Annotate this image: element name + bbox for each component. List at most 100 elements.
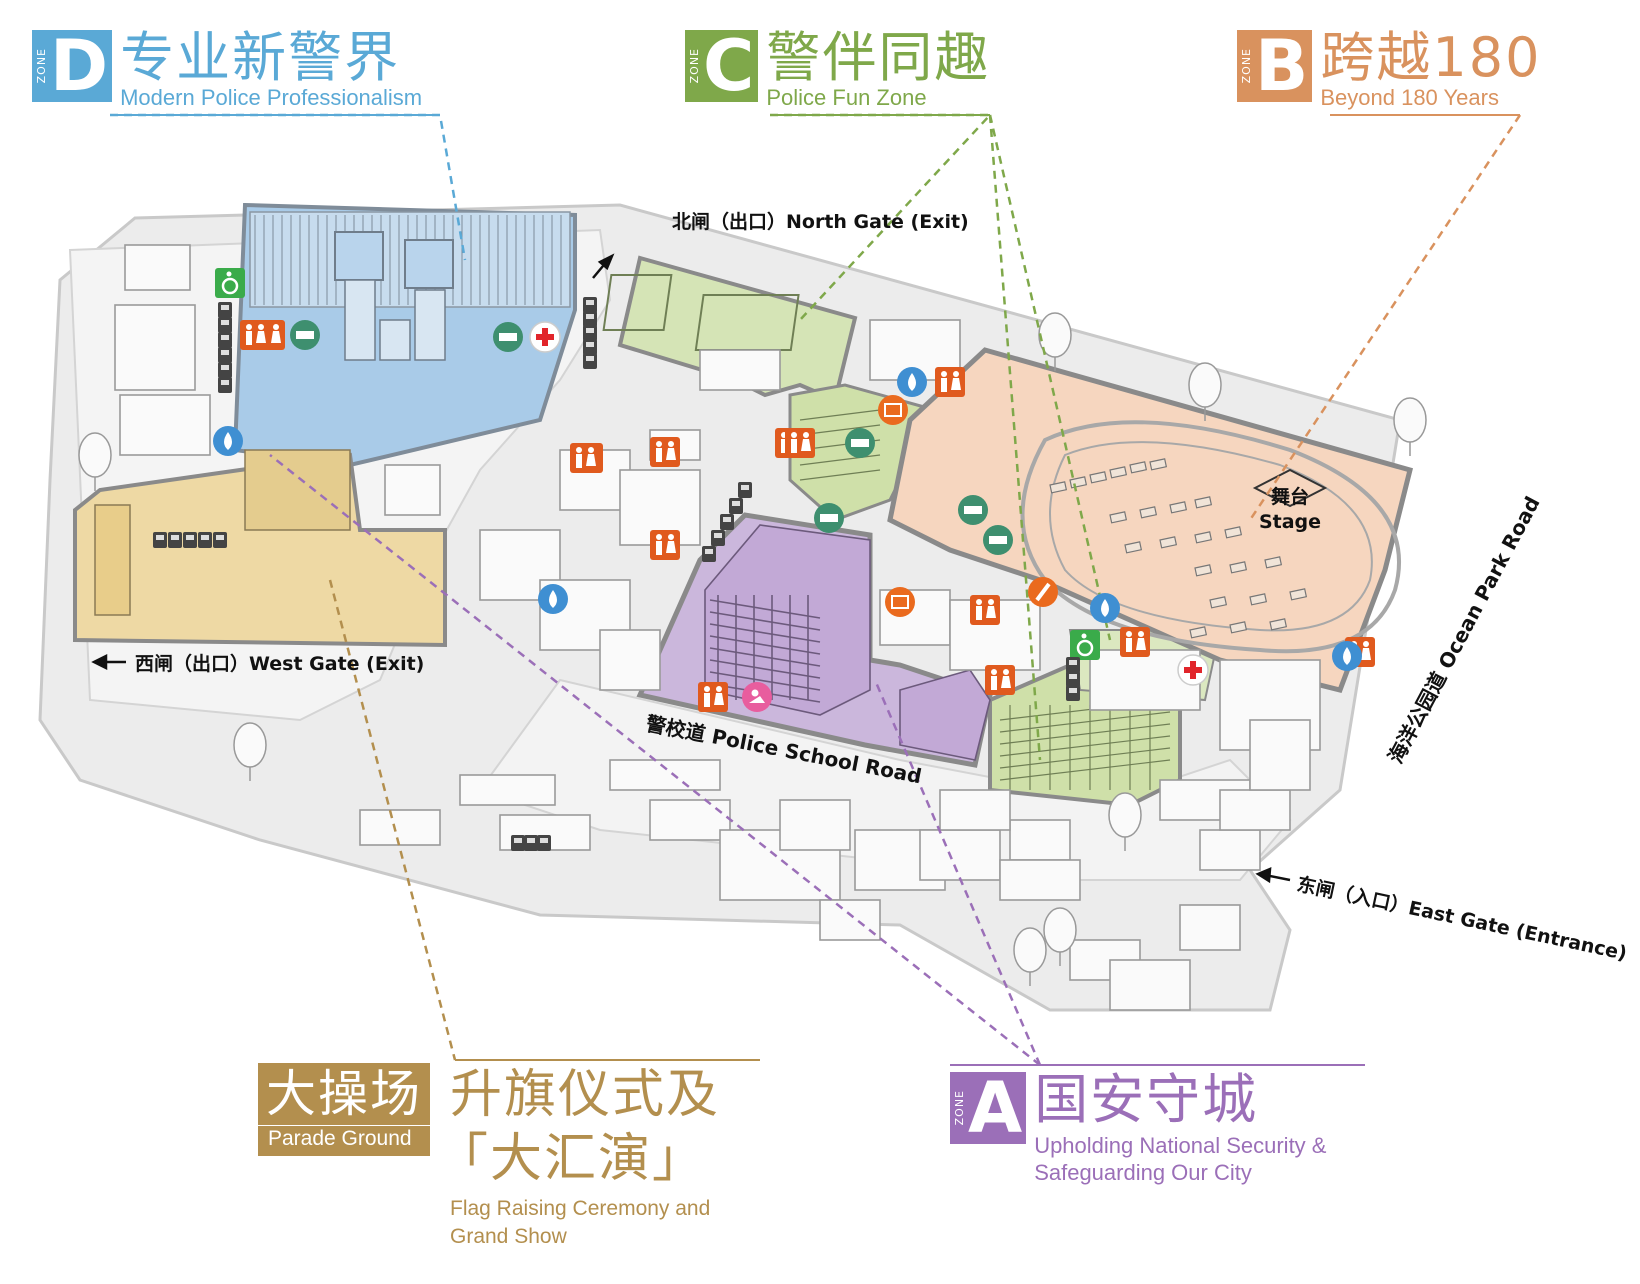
leader-lines: [110, 113, 1522, 1066]
portable-toilet-icon[interactable]: [1066, 657, 1080, 673]
accessible-toilet-icon[interactable]: [215, 268, 245, 298]
parade-ground-area[interactable]: [73, 449, 447, 648]
zone-b-letter: B: [1255, 25, 1309, 107]
water-station-icon[interactable]: [1332, 641, 1362, 671]
parade-event-text: 升旗仪式及 「大汇演」 Flag Raising Ceremony and Gr…: [436, 1063, 721, 1251]
water-station-icon[interactable]: [213, 426, 243, 456]
water-station-icon[interactable]: [897, 367, 927, 397]
toilet-icon[interactable]: [650, 437, 680, 467]
parade-event-line2: 「大汇演」: [436, 1129, 707, 1189]
portable-toilet-icon[interactable]: [711, 530, 725, 546]
parade-ground-en: Parade Ground: [258, 1125, 430, 1156]
zone-a-title-en-1: Upholding National Security &: [1034, 1133, 1327, 1158]
gate-arrows: [91, 253, 1291, 884]
zone-b-word: ZONE: [1240, 48, 1253, 84]
zone-a-title-en-2: Safeguarding Our City: [1034, 1160, 1252, 1185]
zone-a-word: ZONE: [953, 1090, 966, 1126]
baby-care-icon[interactable]: [742, 682, 772, 712]
portable-toilet-icon[interactable]: [738, 482, 752, 498]
zone-d-title-cn: 专业新警界: [120, 26, 401, 89]
water-station-icon[interactable]: [538, 584, 568, 614]
rest-area-icon[interactable]: [814, 503, 844, 533]
portable-toilet-icon[interactable]: [218, 377, 232, 393]
zone-d-badge: ZONE D: [32, 25, 113, 107]
parade-ground-cn: 大操场: [266, 1065, 422, 1123]
rest-area-icon[interactable]: [845, 428, 875, 458]
souvenir-icon[interactable]: [1028, 577, 1058, 607]
portable-toilet-icon[interactable]: [218, 347, 232, 363]
parade-event-en-1: Flag Raising Ceremony and: [450, 1197, 711, 1220]
trees: [78, 312, 1427, 986]
zone-c-badge: ZONE C: [685, 25, 759, 107]
parade-event-line1: 升旗仪式及: [450, 1065, 721, 1125]
zone-b-badge: ZONE B: [1237, 25, 1313, 107]
zone-b-title-en: Beyond 180 Years: [1320, 85, 1499, 110]
portable-toilet-icon[interactable]: [198, 532, 212, 548]
zone-c-label: ZONE C 警伴同趣 Police Fun Zone: [685, 30, 990, 113]
zone-b-title-cn: 跨越180: [1320, 26, 1542, 89]
zone-a-title-cn: 国安守城: [1034, 1068, 1259, 1131]
zone-b-label: ZONE B 跨越180 Beyond 180 Years: [1237, 30, 1541, 113]
zone-d-title-en: Modern Police Professionalism: [120, 85, 423, 110]
toilet-icon[interactable]: [935, 367, 965, 397]
portable-toilet-icon[interactable]: [583, 353, 597, 369]
zone-a-letter: A: [968, 1067, 1023, 1149]
zone-d-letter: D: [50, 25, 109, 107]
portable-toilet-icon[interactable]: [524, 835, 538, 851]
portable-toilet-icon[interactable]: [583, 297, 597, 313]
portable-toilet-icon[interactable]: [511, 835, 525, 851]
parade-event-en-2: Grand Show: [450, 1225, 567, 1248]
portable-toilet-icon[interactable]: [729, 498, 743, 514]
campus-buildings: [114, 244, 1321, 1011]
toilet-icon[interactable]: [970, 595, 1000, 625]
zone-c-title-cn: 警伴同趣: [766, 26, 991, 89]
first-aid-icon[interactable]: [1177, 654, 1209, 686]
portable-toilet-icon[interactable]: [583, 325, 597, 341]
portable-toilet-icon[interactable]: [1066, 671, 1080, 687]
portable-toilet-icon[interactable]: [1066, 685, 1080, 701]
toilet-icon[interactable]: [650, 530, 680, 560]
first-aid-icon[interactable]: [529, 321, 561, 353]
zone-c-word: ZONE: [688, 48, 701, 84]
portable-toilet-icon[interactable]: [583, 339, 597, 355]
toilet-icon[interactable]: [985, 665, 1015, 695]
zone-c-letter: C: [703, 25, 755, 107]
rest-area-icon[interactable]: [983, 525, 1013, 555]
portable-toilet-icon[interactable]: [213, 532, 227, 548]
stage-label-cn: 舞台: [1271, 485, 1309, 508]
portable-toilet-icon[interactable]: [153, 532, 167, 548]
portable-toilet-icon[interactable]: [168, 532, 182, 548]
toilet-icon[interactable]: [240, 320, 270, 350]
portable-toilet-icon[interactable]: [720, 514, 734, 530]
portable-toilet-icon[interactable]: [702, 546, 716, 562]
portable-toilet-icon[interactable]: [218, 332, 232, 348]
accessible-toilet-icon[interactable]: [1070, 630, 1100, 660]
portable-toilet-icon[interactable]: [218, 317, 232, 333]
food-stall-icon[interactable]: [878, 395, 908, 425]
toilet-icon[interactable]: [785, 428, 815, 458]
water-station-icon[interactable]: [1090, 593, 1120, 623]
portable-toilet-icon[interactable]: [218, 302, 232, 318]
portable-toilet-icon[interactable]: [183, 532, 197, 548]
portable-toilet-icon[interactable]: [537, 835, 551, 851]
rest-area-icon[interactable]: [493, 322, 523, 352]
north-gate-label: 北闸（出口）North Gate (Exit): [672, 210, 969, 233]
zone-d-word: ZONE: [35, 48, 48, 84]
east-gate-label: 东闸（入口）East Gate (Entrance): [1295, 872, 1629, 964]
toilet-icon[interactable]: [698, 682, 728, 712]
rest-area-icon[interactable]: [290, 320, 320, 350]
toilet-icon[interactable]: [1120, 627, 1150, 657]
parade-ground-badge: 大操场 Parade Ground: [258, 1063, 430, 1156]
zone-a-label: ZONE A 国安守城 Upholding National Security …: [950, 1072, 1326, 1188]
ocean-park-road-label: 海洋公园道 Ocean Park Road: [1383, 492, 1544, 767]
zone-a-badge: ZONE A: [950, 1067, 1027, 1149]
portable-toilet-icon[interactable]: [218, 362, 232, 378]
zone-d-label: ZONE D 专业新警界 Modern Police Professionali…: [32, 30, 422, 113]
food-stall-icon[interactable]: [885, 587, 915, 617]
stage-label-en: Stage: [1259, 511, 1321, 533]
portable-toilet-icon[interactable]: [583, 311, 597, 327]
rest-area-icon[interactable]: [958, 495, 988, 525]
toilet-icon[interactable]: [570, 443, 600, 473]
west-gate-label: 西闸（出口）West Gate (Exit): [135, 652, 424, 675]
